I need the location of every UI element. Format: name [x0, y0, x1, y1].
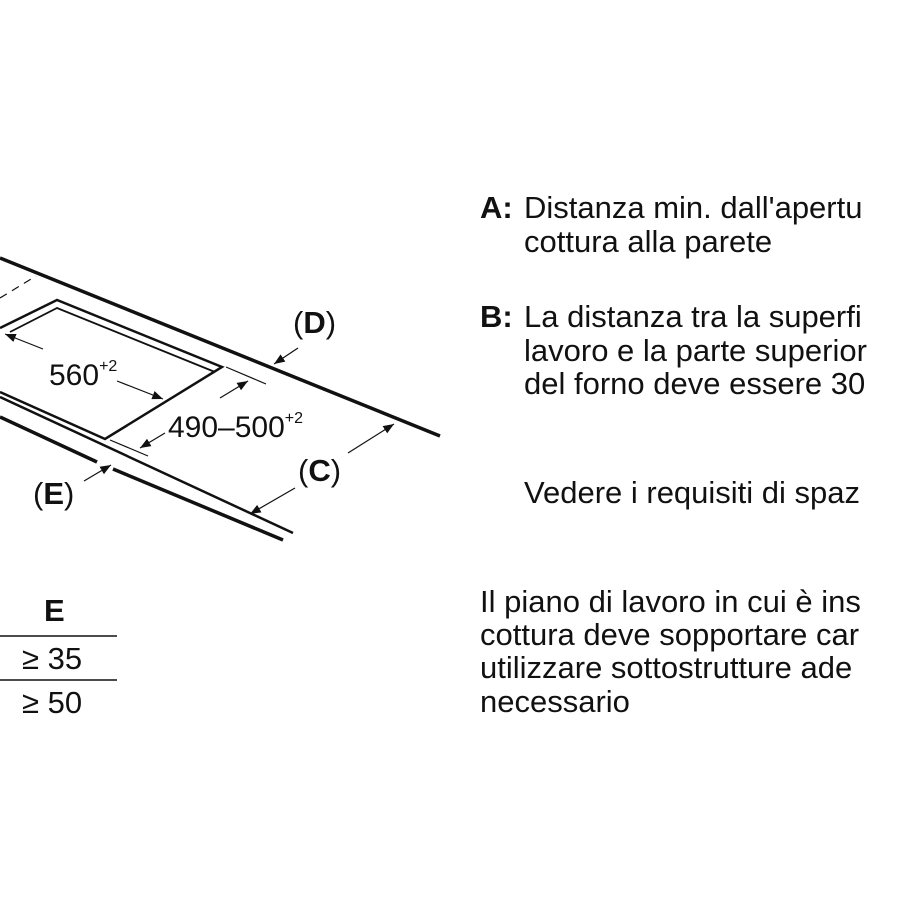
table-header: E [44, 593, 65, 628]
cutout-outline [0, 298, 225, 441]
dim-depth-label: 490–500+2 [168, 410, 304, 444]
note-worktop-line: necessario [480, 684, 630, 719]
dim-560-arrow-right [116, 380, 164, 400]
note-a-line: Distanza min. dall'apertu [524, 190, 863, 225]
note-b-line: lavoro e la parte superior [524, 333, 867, 368]
worktop-back-edge [0, 256, 441, 438]
note-b-line: del forno deve essere 30 [524, 366, 866, 401]
note-b-label: B: [480, 299, 513, 334]
label-c: (C) [298, 453, 342, 488]
d-arrow [273, 347, 299, 365]
worktop-front-edge [0, 415, 98, 464]
label-e: (E) [33, 476, 75, 511]
note-worktop-line: utilizzare sottostrutture ade [480, 650, 853, 685]
table-cell: ≥ 50 [22, 685, 83, 720]
worktop-front-edge [112, 467, 284, 542]
note-b-line: La distanza tra la superfi [524, 299, 862, 334]
dim-width-label: 560+2 [49, 358, 118, 392]
e-arrow [83, 464, 112, 482]
table-cell: ≥ 35 [22, 641, 83, 676]
dim-560-arrow-left [4, 333, 44, 350]
note-worktop-line: Il piano di lavoro in cui è ins [480, 584, 861, 619]
cutout-inner-edge [9, 307, 216, 373]
worktop-front-edge-top [0, 395, 294, 535]
note-a-line: cottura alla parete [524, 224, 773, 259]
note-see-requirements: Vedere i requisiti di spaz [524, 475, 861, 510]
c-arrow-bottom [249, 487, 296, 515]
dim-490-arrow-top [219, 380, 249, 399]
note-worktop-line: cottura deve sopportare car [480, 617, 860, 652]
dashed-line [0, 275, 37, 299]
note-a-label: A: [480, 190, 513, 225]
label-d: (D) [293, 305, 337, 340]
c-arrow-top [347, 423, 395, 454]
dim-490-arrow-bottom [139, 432, 166, 449]
